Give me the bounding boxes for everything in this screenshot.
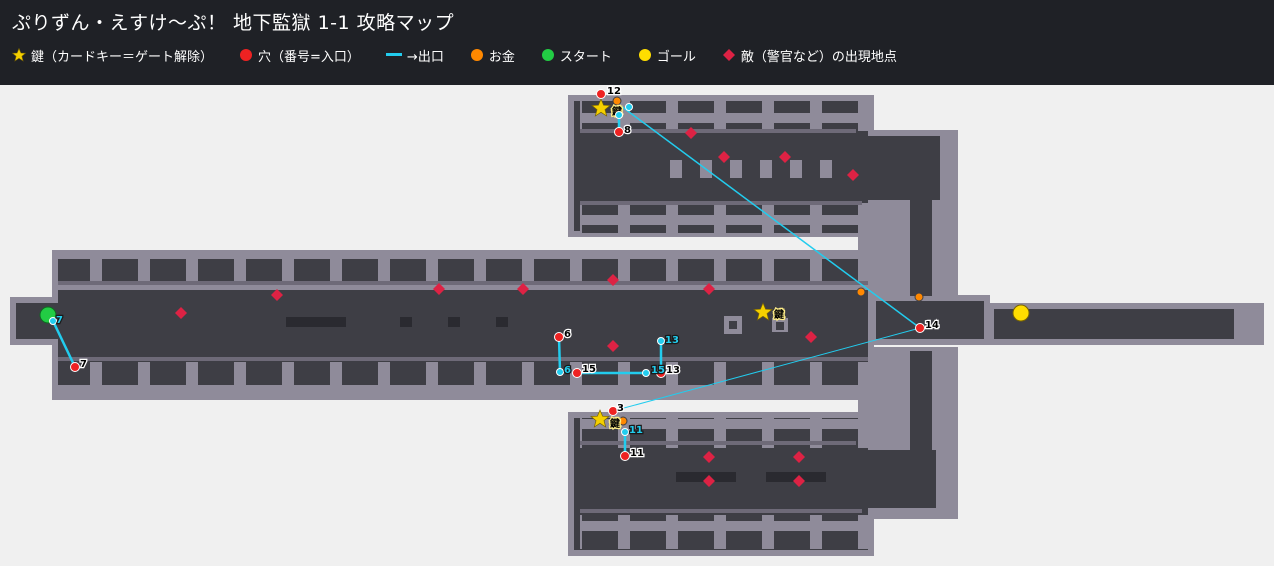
key-star-icon [590, 409, 610, 428]
legend-exit-label: →出口 [406, 49, 444, 65]
legend-exit: →出口 [385, 46, 444, 65]
money-marker [856, 287, 866, 297]
legend-start: スタート [541, 46, 612, 65]
hole-marker [596, 89, 606, 99]
enemy-markers [175, 127, 859, 487]
exit-marker [625, 103, 633, 111]
enemy-marker [703, 451, 715, 463]
hole-marker [608, 406, 618, 416]
money-markers [612, 96, 924, 426]
enemy-marker [175, 307, 187, 319]
key-label: 鍵 [610, 417, 620, 430]
exit-marker [642, 369, 650, 377]
enemy-marker [805, 331, 817, 343]
star-icon [12, 48, 26, 62]
orange-dot-icon [470, 49, 483, 61]
hole-number: 6 [564, 329, 571, 340]
legend-enemy-label: 敵（警官など）の出現地点 [740, 49, 897, 65]
enemy-marker [517, 283, 529, 295]
key-markers: 鍵 鍵 鍵 [590, 98, 785, 431]
legend-money-label: お金 [488, 49, 515, 65]
hole-marker [70, 362, 80, 372]
hole-number: 11 [630, 448, 644, 459]
exit-marker [49, 317, 57, 325]
money-marker [914, 292, 924, 302]
hole-number: 13 [666, 365, 680, 376]
hole-marker [614, 127, 624, 137]
money-marker [618, 416, 628, 426]
enemy-marker [779, 151, 791, 163]
exit-number: 15 [651, 365, 665, 376]
hole-marker [915, 323, 925, 333]
exit-number: 13 [665, 335, 679, 346]
page-title: ぷりずん・えすけ〜ぷ！ 地下監獄 1-1 攻略マップ [12, 12, 455, 34]
legend-key: 鍵（カードキー＝ゲート解除） [12, 46, 213, 65]
legend-hole-label: 穴（番号=入口） [258, 49, 360, 65]
enemy-marker [607, 274, 619, 286]
enemy-marker [703, 283, 715, 295]
cyan-line-icon [385, 53, 402, 56]
hole-marker [620, 451, 630, 461]
legend-start-label: スタート [559, 49, 612, 65]
exit-number: 7 [56, 315, 63, 326]
diamond-icon [722, 49, 735, 61]
green-dot-icon [541, 49, 554, 61]
hole-markers: 12 8 7 6 15 13 14 3 11 [70, 85, 940, 461]
exit-markers: 7 6 15 13 11 [49, 103, 680, 437]
exit-marker [657, 337, 665, 345]
enemy-marker [718, 151, 730, 163]
hole-number: 14 [925, 320, 939, 331]
enemy-marker [703, 475, 715, 487]
hole-marker [572, 368, 582, 378]
hole-marker [554, 332, 564, 342]
goal-marker [1012, 304, 1030, 322]
hole-number: 8 [624, 125, 631, 136]
red-dot-icon [240, 49, 253, 61]
key-star-icon [591, 98, 611, 117]
enemy-marker [793, 475, 805, 487]
exit-number: 6 [564, 365, 571, 376]
legend-goal-label: ゴール [656, 49, 696, 65]
legend: 鍵（カードキー＝ゲート解除） 穴（番号=入口） →出口 お金 スタート ゴール … [12, 44, 923, 66]
legend-enemy: 敵（警官など）の出現地点 [722, 46, 897, 65]
exit-marker [556, 368, 564, 376]
prison-map[interactable]: 鍵 鍵 鍵 12 8 7 6 15 13 14 3 11 7 6 [0, 85, 1274, 566]
yellow-dot-icon [638, 49, 651, 61]
enemy-marker [685, 127, 697, 139]
hole-number: 3 [617, 403, 624, 414]
exit-number: 11 [629, 425, 643, 436]
hole-number: 12 [607, 86, 621, 97]
legend-money: お金 [470, 46, 515, 65]
exit-marker [615, 111, 623, 119]
enemy-marker [607, 340, 619, 352]
key-label: 鍵 [774, 308, 784, 321]
legend-key-label: 鍵（カードキー＝ゲート解除） [31, 49, 214, 65]
hole-number: 7 [80, 359, 87, 370]
enemy-marker [847, 169, 859, 181]
exit-marker [621, 428, 629, 436]
legend-goal: ゴール [638, 46, 696, 65]
floors [16, 101, 1234, 550]
header-bar: ぷりずん・えすけ〜ぷ！ 地下監獄 1-1 攻略マップ 鍵（カードキー＝ゲート解除… [0, 0, 1274, 85]
enemy-marker [793, 451, 805, 463]
enemy-marker [433, 283, 445, 295]
hole-marker [656, 368, 666, 378]
hole-number: 15 [582, 364, 596, 375]
legend-hole: 穴（番号=入口） [239, 46, 360, 65]
enemy-marker [271, 289, 283, 301]
key-star-icon [753, 302, 773, 321]
money-marker [612, 96, 622, 106]
